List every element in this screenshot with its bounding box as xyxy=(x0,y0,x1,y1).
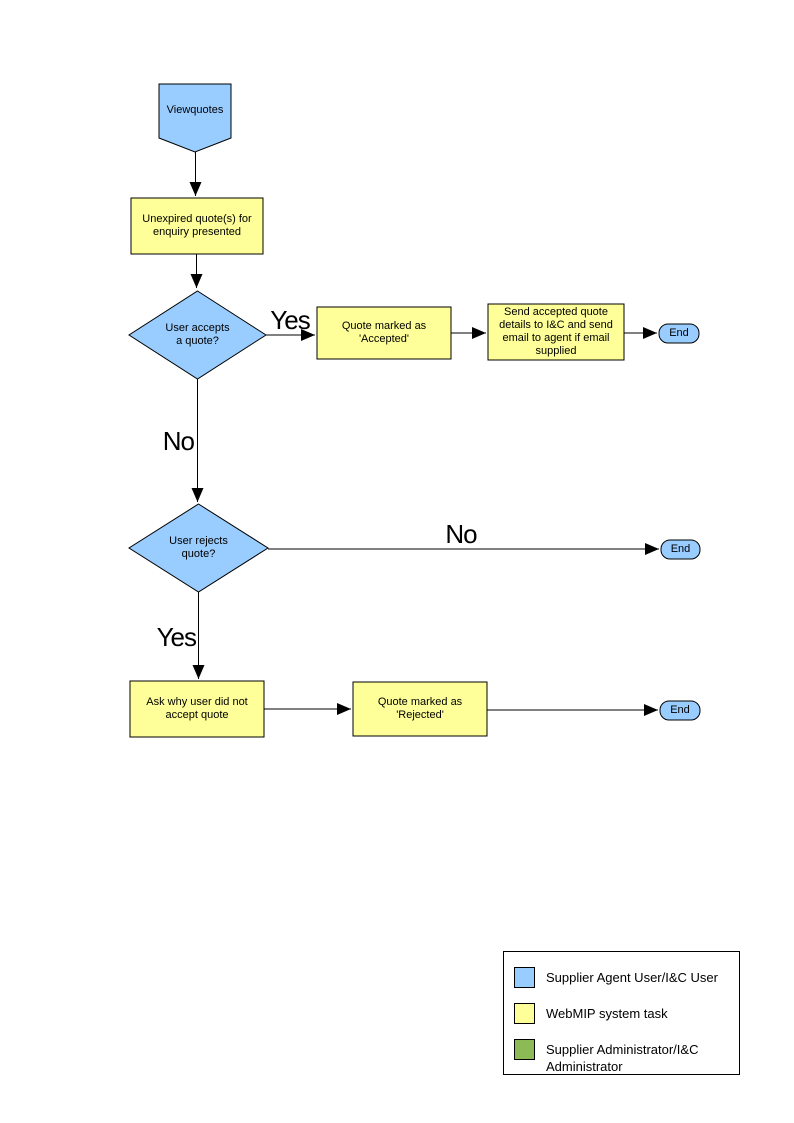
green-swatch-icon xyxy=(514,1039,535,1060)
task-box-rejected xyxy=(352,681,488,737)
task-box-send-details xyxy=(487,303,625,361)
terminator-end-accept xyxy=(658,323,700,344)
legend-item-supplier-agent-user: Supplier Agent User/I&C User xyxy=(514,967,718,988)
task-box-ask-why xyxy=(129,680,265,738)
yellow-swatch-icon xyxy=(514,1003,535,1024)
legend-item-webmip-task: WebMIP system task xyxy=(514,1003,668,1024)
decision-diamond-accept xyxy=(128,290,267,380)
decision-diamond-reject xyxy=(128,503,269,593)
terminator-end-rejected xyxy=(659,700,701,721)
blue-swatch-icon xyxy=(514,967,535,988)
legend-label-supplier-admin: Supplier Administrator/I&C Administrator xyxy=(546,1042,699,1074)
task-box-present-quotes xyxy=(130,197,264,255)
start-shape-viewquotes xyxy=(158,83,232,153)
terminator-end-reject-no xyxy=(660,539,701,560)
task-box-accepted xyxy=(316,306,452,360)
legend-item-supplier-admin: Supplier Administrator/I&C Administrator xyxy=(514,1039,698,1075)
legend-box: Supplier Agent User/I&C User WebMIP syst… xyxy=(503,951,740,1075)
legend-label-webmip-task: WebMIP system task xyxy=(546,1006,668,1021)
legend-label-supplier-agent-user: Supplier Agent User/I&C User xyxy=(546,970,718,985)
